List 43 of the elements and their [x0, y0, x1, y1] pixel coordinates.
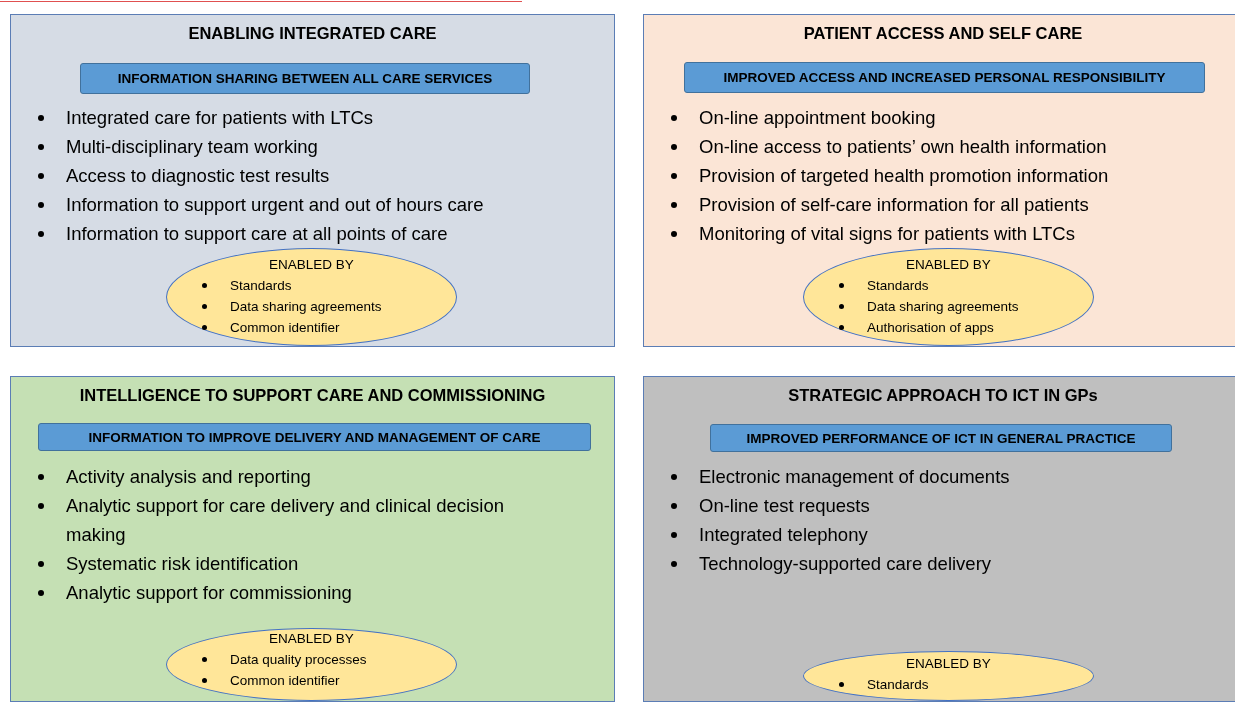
- enabler-heading: ENABLED BY: [905, 257, 992, 272]
- panel-title: STRATEGIC APPROACH TO ICT IN GPs: [787, 386, 1099, 405]
- enabler-item: Common identifier: [230, 673, 340, 688]
- bullet-item: Monitoring of vital signs for patients with LTCs: [699, 223, 1075, 244]
- enabler-item: Standards: [867, 677, 929, 692]
- bullet-item: Analytic support for commissioning: [66, 582, 352, 603]
- enabler-item: Data quality processes: [230, 652, 367, 667]
- category-panel: [643, 376, 1235, 702]
- panel-title: INTELLIGENCE TO SUPPORT CARE AND COMMISSIONING: [78, 386, 547, 405]
- panel-title: ENABLING INTEGRATED CARE: [187, 24, 438, 43]
- bullet-item: Integrated care for patients with LTCs: [66, 107, 374, 128]
- bullet-item: Provision of targeted health promotion information: [699, 165, 1109, 186]
- bullet-item: Technology-supported care delivery: [699, 553, 992, 574]
- enabler-item: Standards: [867, 278, 929, 293]
- category-panel: [10, 376, 615, 702]
- enabler-item: Common identifier: [230, 320, 340, 335]
- bullet-item: Access to diagnostic test results: [66, 165, 330, 186]
- bullet-item: On-line test requests: [699, 495, 870, 516]
- bullet-item: On-line appointment booking: [699, 107, 936, 128]
- heading-banner: IMPROVED ACCESS AND INCREASED PERSONAL RESPONSIBILITY: [684, 62, 1205, 93]
- enabler-heading: ENABLED BY: [268, 631, 355, 646]
- enabler-item: Data sharing agreements: [867, 299, 1019, 314]
- bullet-item: Electronic management of documents: [699, 466, 1010, 487]
- bullet-item: Analytic support for care delivery and clinical decision making: [66, 495, 505, 545]
- category-panel: [643, 14, 1235, 347]
- enabler-item: Standards: [230, 278, 292, 293]
- bullet-item: Information to support urgent and out of hours care: [66, 194, 484, 215]
- bullet-item: Integrated telephony: [699, 524, 868, 545]
- panel-title: PATIENT ACCESS AND SELF CARE: [802, 24, 1084, 43]
- heading-banner: IMPROVED PERFORMANCE OF ICT IN GENERAL PRACTICE: [710, 424, 1172, 452]
- heading-banner: INFORMATION TO IMPROVE DELIVERY AND MANAGEMENT OF CARE: [38, 423, 591, 451]
- enabler-item: Authorisation of apps: [867, 320, 994, 335]
- heading-banner: INFORMATION SHARING BETWEEN ALL CARE SERVICES: [80, 63, 530, 94]
- category-panel: [10, 14, 615, 347]
- bullet-item: Information to support care at all points of care: [66, 223, 448, 244]
- bullet-item: Multi-disciplinary team working: [66, 136, 318, 157]
- bullet-item: Activity analysis and reporting: [66, 466, 311, 487]
- bullet-item: Systematic risk identification: [66, 553, 299, 574]
- enabler-heading: ENABLED BY: [268, 257, 355, 272]
- enabler-heading: ENABLED BY: [905, 656, 992, 671]
- bullet-item: On-line access to patients’ own health information: [699, 136, 1107, 157]
- bullet-item: Provision of self-care information for all patients: [699, 194, 1089, 215]
- enabler-item: Data sharing agreements: [230, 299, 382, 314]
